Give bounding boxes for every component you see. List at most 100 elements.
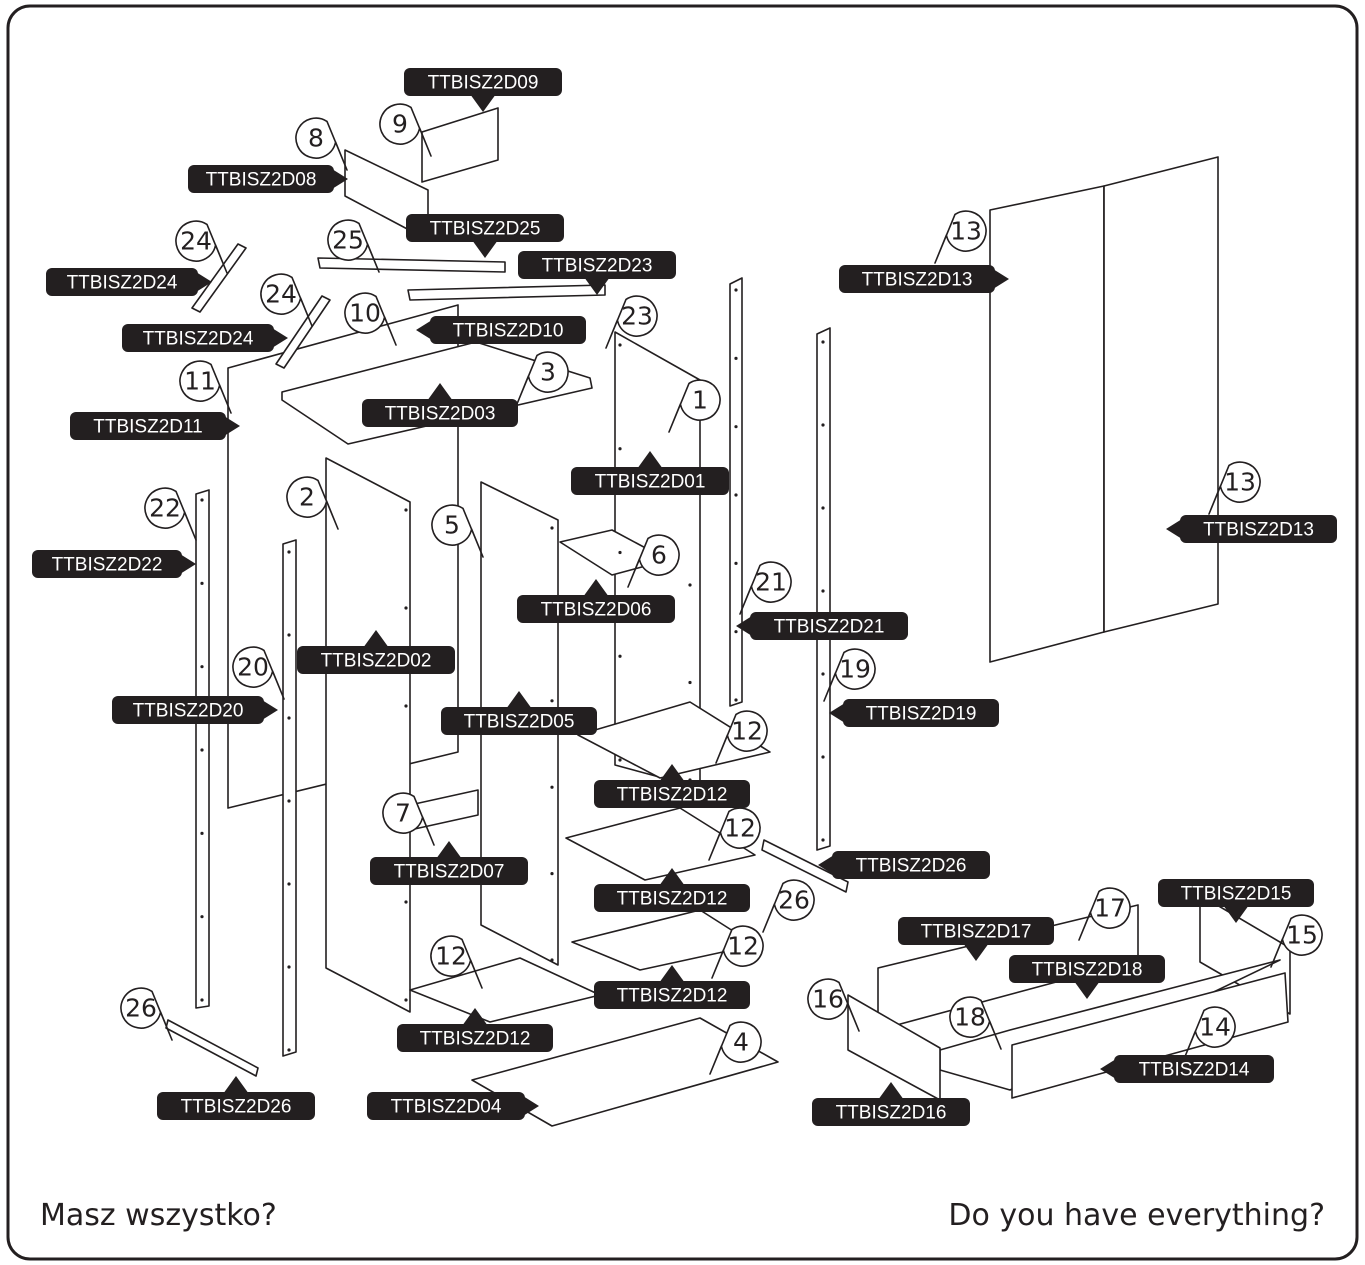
tag-pointer xyxy=(584,277,610,295)
part-number: 17 xyxy=(1094,894,1126,923)
part-code-tag: TTBISZ2D08 xyxy=(188,165,348,193)
part-number: 15 xyxy=(1286,921,1318,950)
screw-hole xyxy=(200,831,204,835)
part-code-tag: TTBISZ2D25 xyxy=(406,214,564,258)
tag-pointer xyxy=(196,272,212,292)
bubble-outline xyxy=(260,273,313,327)
screw-hole xyxy=(734,630,738,634)
part-code-tag: TTBISZ2D14 xyxy=(1100,1055,1274,1083)
screw-hole xyxy=(200,581,204,585)
tag-pointer xyxy=(1166,519,1182,539)
part-number-bubble: 24 xyxy=(175,220,228,274)
strip-20 xyxy=(282,539,297,1057)
bubble-outline xyxy=(762,879,815,933)
tag-background xyxy=(594,780,750,808)
door-left xyxy=(989,185,1105,663)
part-code-tag: TTBISZ2D24 xyxy=(122,324,288,352)
bubble-outline xyxy=(431,504,484,558)
part-number-bubble: 5 xyxy=(431,504,484,558)
part-number: 4 xyxy=(733,1028,749,1057)
part-number: 24 xyxy=(265,280,297,309)
bubble-outline xyxy=(711,925,764,979)
part-number: 7 xyxy=(395,799,411,828)
part-number-bubble: 6 xyxy=(627,534,680,588)
screw-hole xyxy=(287,882,291,886)
bubble-outline xyxy=(934,210,987,264)
part-code-tag: TTBISZ2D01 xyxy=(571,451,729,495)
drawer-front-14 xyxy=(1011,972,1289,1099)
part-code: TTBISZ2D05 xyxy=(464,712,575,733)
tag-background xyxy=(1009,955,1165,983)
part-number-bubble: 24 xyxy=(260,273,313,327)
tag-background xyxy=(367,1092,525,1120)
part-number: 12 xyxy=(435,942,467,971)
screw-hole xyxy=(734,493,738,497)
tag-background xyxy=(750,612,908,640)
tag-pointer xyxy=(272,328,288,348)
part-code-tag: TTBISZ2D13 xyxy=(839,265,1009,293)
part-number-bubble: 26 xyxy=(120,987,173,1041)
part-number-bubble: 19 xyxy=(823,648,876,702)
bubble-outline xyxy=(1208,461,1261,515)
part-code-tag: TTBISZ2D12 xyxy=(594,868,750,912)
part-code: TTBISZ2D07 xyxy=(394,862,505,883)
part-number: 19 xyxy=(839,655,871,684)
tag-background xyxy=(441,707,597,735)
part-number-bubble: 8 xyxy=(295,117,348,171)
part-number: 22 xyxy=(149,494,181,523)
tag-pointer xyxy=(363,630,389,648)
part-number: 24 xyxy=(180,227,212,256)
bubble-outline xyxy=(327,219,380,273)
tag-pointer xyxy=(470,94,496,112)
part-code-tag: TTBISZ2D12 xyxy=(594,965,750,1009)
tag-background xyxy=(188,165,334,193)
footer-question-english: Do you have everything? xyxy=(948,1198,1325,1233)
bubble-outline xyxy=(627,534,680,588)
tag-pointer xyxy=(637,451,663,469)
part-number: 13 xyxy=(950,217,982,246)
part-number: 12 xyxy=(727,932,759,961)
part-number-bubble: 13 xyxy=(1208,461,1261,515)
part-code: TTBISZ2D08 xyxy=(206,170,317,191)
screw-hole xyxy=(734,356,738,360)
part-code: TTBISZ2D21 xyxy=(774,617,885,638)
rail-23 xyxy=(407,284,606,301)
tag-pointer xyxy=(332,169,348,189)
tag-pointer xyxy=(1223,905,1249,923)
sheet-border xyxy=(6,4,1359,1261)
screw-hole xyxy=(287,550,291,554)
part-code-tag: TTBISZ2D19 xyxy=(829,699,999,727)
screw-hole xyxy=(688,680,692,685)
part-number-bubble: 18 xyxy=(949,996,1002,1050)
screw-hole xyxy=(618,758,622,762)
part-number: 20 xyxy=(237,653,269,682)
part-number: 16 xyxy=(812,985,844,1014)
part-number-bubble: 15 xyxy=(1270,914,1323,968)
screw-hole xyxy=(287,633,291,637)
part-number-bubble: 12 xyxy=(708,807,761,861)
part-code: TTBISZ2D25 xyxy=(430,219,541,240)
tag-background xyxy=(397,1024,553,1052)
tag-background xyxy=(832,851,990,879)
part-code-tag: TTBISZ2D10 xyxy=(416,316,586,344)
part-number-bubble: 2 xyxy=(286,476,339,530)
tag-background xyxy=(297,646,455,674)
part-number-bubble: 14 xyxy=(1183,1006,1236,1060)
tag-pointer xyxy=(829,703,845,723)
tag-pointer xyxy=(736,616,752,636)
part-code: TTBISZ2D01 xyxy=(595,472,706,493)
bubble-outline xyxy=(175,220,228,274)
part-code-tag: TTBISZ2D20 xyxy=(112,696,278,724)
bubble-outline xyxy=(807,978,860,1032)
tag-pointer xyxy=(427,383,453,401)
part-code: TTBISZ2D26 xyxy=(181,1097,292,1118)
tag-background xyxy=(370,857,528,885)
screw-hole xyxy=(404,704,408,708)
part-code: TTBISZ2D14 xyxy=(1139,1060,1250,1081)
part-code-tag: TTBISZ2D09 xyxy=(404,68,562,112)
bubble-outline xyxy=(379,103,432,157)
tag-pointer xyxy=(462,1008,488,1026)
rail-26a xyxy=(165,1019,259,1077)
bubble-outline xyxy=(286,476,339,530)
part-number-bubble: 25 xyxy=(327,219,380,273)
